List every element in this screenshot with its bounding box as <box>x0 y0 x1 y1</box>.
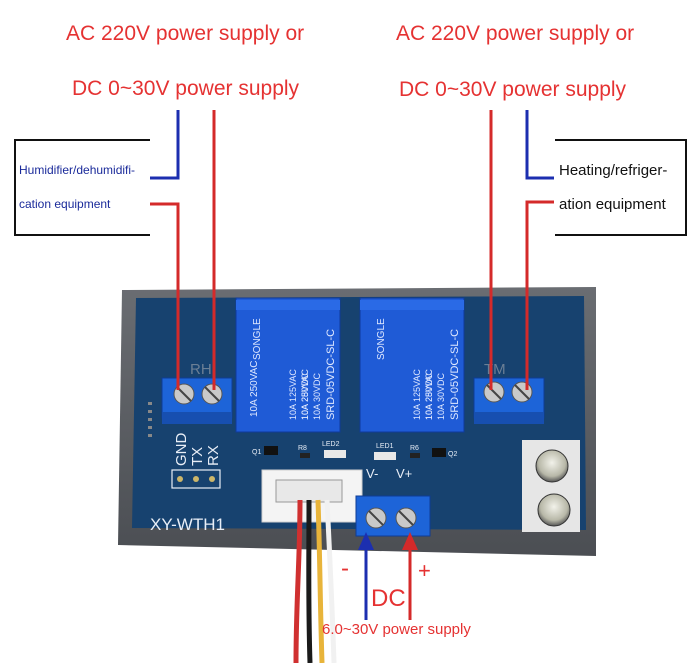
relay-right-text-rating4: 10A 28VDC <box>424 372 434 420</box>
relay-left-rating1: 10A 250VAC <box>249 360 260 417</box>
pin-label-gnd: GND <box>173 433 190 467</box>
dc-minus-arrowhead <box>358 532 374 550</box>
relay-right-text-rating1: 10A 250VAC <box>424 369 434 420</box>
terminal-block-left <box>161 377 233 424</box>
right-power-label-line2: DC 0~30V power supply <box>399 78 627 101</box>
terminal-block-right <box>473 377 545 424</box>
tm-label: TM <box>484 361 506 378</box>
pin-label-tx: TX <box>189 447 206 466</box>
edge-pins <box>148 402 152 437</box>
relay-right-text-rating2: 10A 125VAC <box>412 369 422 420</box>
dc-label: DC <box>371 585 406 612</box>
left-power-label-line2: DC 0~30V power supply <box>72 77 300 100</box>
r8-resistor <box>300 453 310 458</box>
pin-header <box>171 469 221 489</box>
relay-left-text-rating2: 10A 125VAC <box>288 369 298 420</box>
relay-left-text-rating4: 10A 28VDC <box>300 372 310 420</box>
relay-left-text-rating1: 10A 250VAC <box>300 369 310 420</box>
pin-label-rx: RX <box>205 445 222 466</box>
right-device-box: Heating/refriger- ation equipment <box>555 139 687 236</box>
v-minus-label: V- <box>366 466 378 481</box>
q2-label: Q2 <box>448 451 457 458</box>
relay-right-text-brand: SONGLE <box>376 318 387 360</box>
r6-resistor <box>410 453 420 458</box>
capacitor-bottom <box>537 493 571 527</box>
dc-plus-label: + <box>418 558 431 583</box>
right-wire-red-device <box>525 200 554 390</box>
v-plus-label: V+ <box>396 466 412 481</box>
left-device-line2: cation equipment <box>19 197 111 211</box>
led2-label: LED2 <box>322 441 340 448</box>
sensor-wire-red <box>293 499 303 663</box>
sensor-wire-yellow <box>315 499 325 663</box>
r8-label: R8 <box>298 445 307 452</box>
q2-chip <box>432 448 446 457</box>
led1 <box>374 452 396 460</box>
left-device-line1: Humidifier/dehumidifi- <box>19 163 136 177</box>
right-power-label-line1: AC 220V power supply or <box>396 22 635 45</box>
sensor-wire-white <box>324 499 337 663</box>
right-device-line2: ation equipment <box>559 196 666 213</box>
relay-left-text-model: SRD-05VDC-SL-C <box>325 329 337 420</box>
left-device-box: Humidifier/dehumidifi- cation equipment <box>14 139 150 236</box>
left-wire-blue <box>150 110 180 180</box>
right-device-line1: Heating/refriger- <box>559 162 668 179</box>
left-power-label-line1: AC 220V power supply or <box>66 22 305 45</box>
q1-label: Q1 <box>252 449 261 456</box>
left-wire-red-device <box>150 202 180 390</box>
relay-left-text-brand: SONGLE <box>252 318 263 360</box>
relay-right-text-model: SRD-05VDC-SL-C <box>449 329 461 420</box>
led2 <box>324 450 346 458</box>
dc-minus-label: - <box>341 555 349 582</box>
relay-right <box>359 297 465 433</box>
relay-left: 10A 250VAC <box>235 297 341 433</box>
led1-label: LED1 <box>376 443 394 450</box>
terminal-block-dc <box>355 495 431 537</box>
relay-right-text-rating3: 10A 30VDC <box>436 372 446 420</box>
r6-label: R6 <box>410 445 419 452</box>
relay-left-text-rating3: 10A 30VDC <box>312 372 322 420</box>
right-wire-blue <box>525 110 554 180</box>
sensor-wire-black <box>306 499 313 663</box>
dc-plus-arrowhead <box>402 532 418 550</box>
q1-chip <box>264 446 278 455</box>
sensor-connector-header <box>275 479 343 503</box>
board-model-label: XY-WTH1 <box>150 515 225 534</box>
dc-range-label: 6.0~30V power supply <box>322 621 471 638</box>
rh-label: RH <box>190 361 212 378</box>
